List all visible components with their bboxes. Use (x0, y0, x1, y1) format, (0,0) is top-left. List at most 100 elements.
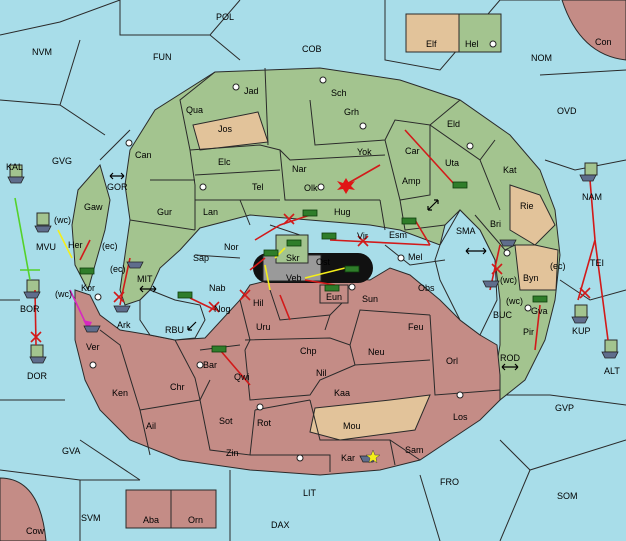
land-label: Aba (143, 515, 159, 525)
sea-label: RBU (165, 325, 184, 335)
army-unit-icon[interactable] (452, 181, 468, 189)
land-label: Eun (326, 292, 342, 302)
supply-center-icon (199, 183, 207, 191)
lake-rbu (139, 289, 206, 341)
land-label: Ail (146, 421, 156, 431)
supply-center-icon (503, 249, 511, 257)
land-label: Kar (341, 453, 355, 463)
sea-label: NOM (531, 53, 552, 63)
sea-label: FUN (153, 52, 172, 62)
supply-center-icon (456, 391, 464, 399)
fleet-unit-icon[interactable] (579, 174, 597, 182)
fleet-unit-icon[interactable] (23, 291, 41, 299)
army-unit-icon[interactable] (263, 249, 279, 257)
burst-icon (337, 178, 355, 194)
land-label: Uru (256, 322, 271, 332)
region-bor-island (26, 279, 40, 293)
army-unit-icon[interactable] (79, 267, 95, 275)
fleet-unit-icon[interactable] (7, 176, 25, 184)
fleet-unit-icon[interactable] (601, 351, 619, 359)
coast-tag-layer: (wc) (ec) (ec) (wc) (wc) (wc) (ec) (54, 215, 566, 306)
fleet-unit-icon[interactable] (571, 316, 589, 324)
land-label: Byn (523, 273, 539, 283)
fleet-unit-icon[interactable] (34, 225, 52, 233)
army-unit-icon[interactable] (324, 284, 340, 292)
army-unit-icon[interactable] (286, 239, 302, 247)
land-label: Sap (193, 253, 209, 263)
army-unit-icon[interactable] (177, 291, 193, 299)
land-label: Chr (170, 382, 185, 392)
land-label: Nar (292, 164, 307, 174)
land-label: Sun (362, 294, 378, 304)
sea-label: Cow (26, 526, 45, 536)
continent-north (119, 67, 561, 401)
land-label: Mou (343, 421, 361, 431)
sea-label: OVD (557, 106, 577, 116)
sea-label: TEI (590, 258, 604, 268)
land-label: Sot (219, 416, 233, 426)
region-kup-island (574, 304, 588, 318)
land-label: Esm (389, 230, 407, 240)
fleet-unit-icon[interactable] (29, 356, 47, 364)
land-label: Olk (304, 183, 318, 193)
region-elf[interactable] (405, 13, 460, 53)
sea-label: BOR (20, 304, 40, 314)
land-label: Car (405, 146, 420, 156)
army-unit-icon[interactable] (344, 265, 360, 273)
land-label: Vir (357, 231, 368, 241)
land-label: Orn (188, 515, 203, 525)
sea-label: MIT (137, 274, 153, 284)
land-label: Mel (408, 252, 423, 262)
land-label: Nil (316, 368, 327, 378)
sea-label: GVG (52, 156, 72, 166)
land-label-layer: Elf Hel Jad Sch Qua Jos Grh Eld Can Yok … (68, 39, 548, 525)
sea-label-layer: POL NVM FUN COB NOM Con OVD KAL GVG GOR … (6, 12, 620, 536)
land-label: Sam (405, 445, 424, 455)
land-label: Kor (81, 283, 95, 293)
region-byn[interactable] (514, 244, 559, 291)
land-label: Ver (86, 342, 100, 352)
fleet-unit-icon[interactable] (126, 261, 144, 269)
land-label: Pir (523, 327, 534, 337)
fleet-unit-icon[interactable] (499, 239, 517, 247)
supply-center-icon (196, 361, 204, 369)
coast-tag: (ec) (110, 264, 126, 274)
supply-centers (89, 40, 532, 462)
land-label: Obs (418, 283, 435, 293)
fleet-unit-icon[interactable] (482, 280, 500, 288)
failed-order-crosses (30, 213, 591, 343)
supply-center-icon (359, 122, 367, 130)
army-unit-icon[interactable] (211, 345, 227, 353)
land-label: Qwi (234, 372, 250, 382)
supply-center-icon (125, 139, 133, 147)
fleet-unit-icon[interactable] (113, 305, 131, 313)
region-aba[interactable] (125, 489, 172, 529)
army-unit-icon[interactable] (321, 232, 337, 240)
fleet-unit-icon[interactable] (83, 325, 101, 333)
land-label: Kat (503, 165, 517, 175)
sea-label: NVM (32, 47, 52, 57)
army-unit-icon[interactable] (302, 209, 318, 217)
land-label: Hil (253, 298, 264, 308)
supply-center-icon (348, 283, 356, 291)
sea-label: MVU (36, 242, 56, 252)
army-unit-icon[interactable] (401, 217, 417, 225)
arrowhead (83, 320, 92, 330)
land-label: Hel (465, 39, 479, 49)
region-nam-island (584, 162, 598, 176)
land-label: Eld (447, 119, 460, 129)
region-rie[interactable] (509, 184, 556, 246)
sea-label: SMA (456, 226, 476, 236)
region-mou[interactable] (309, 394, 431, 441)
land-label: Rot (257, 418, 272, 428)
sea-label: GVA (62, 446, 80, 456)
land-label: Rie (520, 201, 534, 211)
move-arrows (34, 129, 609, 386)
region-orn[interactable] (170, 489, 217, 529)
sea-label: COB (302, 44, 322, 54)
army-unit-icon[interactable] (532, 295, 548, 303)
land-label: Feu (408, 322, 424, 332)
coast-tag: (wc) (55, 289, 72, 299)
land-label: Uta (445, 158, 459, 168)
